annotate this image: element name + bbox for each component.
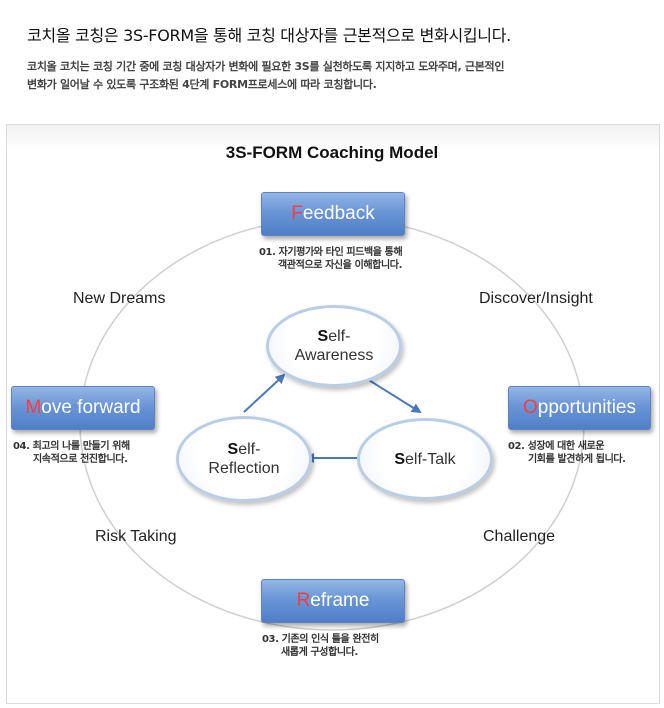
opportunities-desc-line-1: 02. 성장에 대한 새로운 (508, 441, 605, 452)
reframe-label: eframe (310, 590, 370, 611)
label-risk-taking: Risk Taking (95, 528, 177, 545)
arrow-reflection-to-awareness (243, 373, 286, 413)
self-awareness-line-1: Self- (318, 327, 351, 346)
opportunities-initial: O (522, 397, 538, 418)
self-reflection-line-2: Reflection (208, 460, 280, 477)
circle-self-awareness: Self- Awareness (266, 305, 402, 387)
feedback-box: Feedback (261, 192, 405, 236)
self-awareness-initial: S (317, 328, 329, 345)
intro-text: 코치올 코치는 코칭 기간 중에 코칭 대상자가 변화에 필요한 3S를 실천하… (27, 58, 647, 94)
opportunities-box: Opportunities (508, 386, 651, 430)
self-talk-suffix: elf-Talk (404, 450, 456, 468)
reframe-desc-line-1: 03. 기존의 인식 틀을 완전히 (262, 634, 379, 645)
move-forward-initial: M (25, 397, 42, 418)
self-reflection-initial: S (227, 441, 239, 458)
self-awareness-line-2: Awareness (294, 347, 374, 364)
reframe-desc-line-2: 새롭게 구성합니다. (281, 647, 358, 658)
self-reflection-suffix: elf- (238, 441, 261, 458)
move-forward-label: ove forward (41, 397, 141, 418)
reframe-description: 03. 기존의 인식 틀을 완전히 새롭게 구성합니다. (262, 633, 379, 659)
feedback-label: eedback (302, 203, 375, 224)
page-heading: 코치올 코칭은 3S-FORM을 통해 코칭 대상자를 근본적으로 변화시킵니다… (27, 26, 511, 45)
opportunities-desc-line-2: 기회를 발견하게 됩니다. (528, 454, 626, 465)
opportunities-description: 02. 성장에 대한 새로운 기회를 발견하게 됩니다. (508, 440, 626, 466)
intro-line-2: 변화가 일어날 수 있도록 구조화된 4단계 FORM프로세스에 따라 코칭합니… (27, 78, 377, 91)
move-forward-box: Move forward (11, 386, 155, 430)
feedback-initial: F (291, 203, 303, 224)
label-new-dreams: New Dreams (73, 290, 166, 307)
move-forward-desc-line-2: 지속적으로 전진합니다. (33, 454, 128, 465)
circle-self-talk: Self-Talk (357, 418, 493, 500)
feedback-description: 01. 자기평가와 타인 피드백을 통해 객관적으로 자신을 이해합니다. (259, 246, 403, 272)
self-awareness-suffix: elf- (328, 328, 351, 345)
self-talk-initial: S (394, 450, 405, 468)
reframe-initial: R (296, 590, 311, 611)
reframe-box: Reframe (261, 579, 405, 623)
feedback-desc-line-2: 객관적으로 자신을 이해합니다. (278, 260, 402, 271)
model-title: 3S-FORM Coaching Model (225, 143, 439, 162)
self-talk-line-1: Self-Talk (394, 450, 455, 469)
label-challenge: Challenge (483, 528, 556, 545)
move-forward-description: 04. 최고의 나를 만들기 위해 지속적으로 전진합니다. (13, 440, 130, 466)
feedback-desc-line-1: 01. 자기평가와 타인 피드백을 통해 (259, 247, 403, 258)
move-forward-desc-line-1: 04. 최고의 나를 만들기 위해 (13, 441, 130, 452)
opportunities-label: pportunities (537, 397, 636, 418)
circle-self-reflection: Self- Reflection (176, 416, 312, 502)
self-reflection-line-1: Self- (228, 440, 261, 459)
intro-line-1: 코치올 코치는 코칭 기간 중에 코칭 대상자가 변화에 필요한 3S를 실천하… (27, 60, 505, 73)
label-discover-insight: Discover/Insight (479, 290, 593, 307)
